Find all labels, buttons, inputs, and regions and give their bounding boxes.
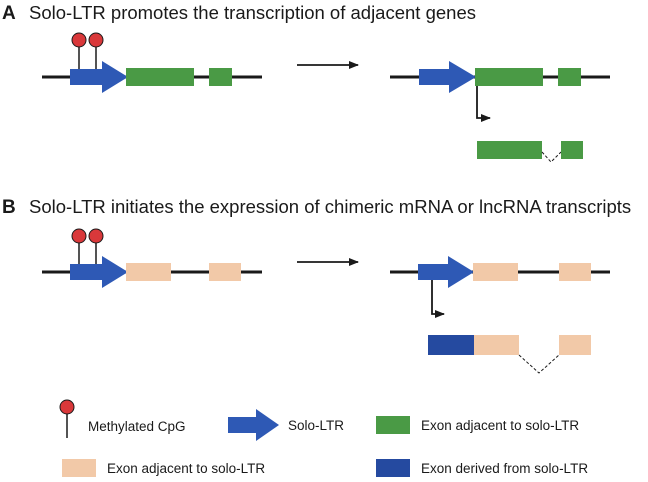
legend-exon-derived: Exon derived from solo-LTR — [421, 461, 588, 476]
methylated-cpg-icon — [88, 228, 104, 244]
solo-ltr-arrow — [70, 256, 128, 288]
exon-adjacent — [558, 68, 581, 86]
solo-ltr-arrow — [419, 61, 476, 93]
exon-adjacent — [475, 68, 543, 86]
panel-b-letter: B — [2, 197, 16, 218]
legend: Methylated CpG Solo-LTR Exon adjacent to… — [59, 399, 588, 477]
solo-ltr-arrow — [70, 61, 128, 93]
transcription-start-arrow — [431, 280, 445, 318]
panel-a-before — [42, 32, 262, 93]
solo-ltr-arrow — [418, 256, 474, 288]
legend-methylated-cpg: Methylated CpG — [88, 419, 186, 434]
exon-green-icon — [376, 416, 410, 434]
panel-b-before — [42, 228, 262, 288]
exon-peach-icon — [62, 459, 96, 477]
exon-adjacent — [209, 68, 232, 86]
exon-derived — [428, 335, 474, 355]
transcription-start-arrow — [476, 86, 491, 122]
transcript-exon — [561, 141, 583, 159]
transcript-exon — [477, 141, 542, 159]
methylated-cpg-icon — [71, 228, 87, 244]
exon-adjacent — [473, 263, 518, 281]
methylated-cpg-icon — [88, 32, 104, 48]
transcript-exon — [559, 335, 591, 355]
exon-adjacent — [559, 263, 591, 281]
splice-junction — [541, 151, 562, 163]
legend-exon-adjacent-peach: Exon adjacent to solo-LTR — [107, 461, 265, 476]
solo-ltr-icon — [228, 409, 279, 441]
legend-exon-adjacent-green: Exon adjacent to solo-LTR — [421, 418, 579, 433]
legend-solo-ltr: Solo-LTR — [288, 418, 344, 433]
exon-adjacent — [209, 263, 241, 281]
panel-a-letter: A — [2, 3, 16, 24]
exon-adjacent — [126, 68, 194, 86]
transcript-exon — [474, 335, 519, 355]
panel-b-title: Solo-LTR initiates the expression of chi… — [29, 196, 631, 217]
splice-junction — [518, 354, 560, 374]
exon-derived-icon — [376, 459, 410, 477]
panel-a-title: Solo-LTR promotes the transcription of a… — [29, 2, 476, 23]
panel-b-after — [390, 256, 610, 374]
methylated-cpg-icon — [71, 32, 87, 48]
panel-a-after — [390, 61, 610, 163]
methylated-cpg-icon — [59, 399, 75, 415]
exon-adjacent — [126, 263, 171, 281]
